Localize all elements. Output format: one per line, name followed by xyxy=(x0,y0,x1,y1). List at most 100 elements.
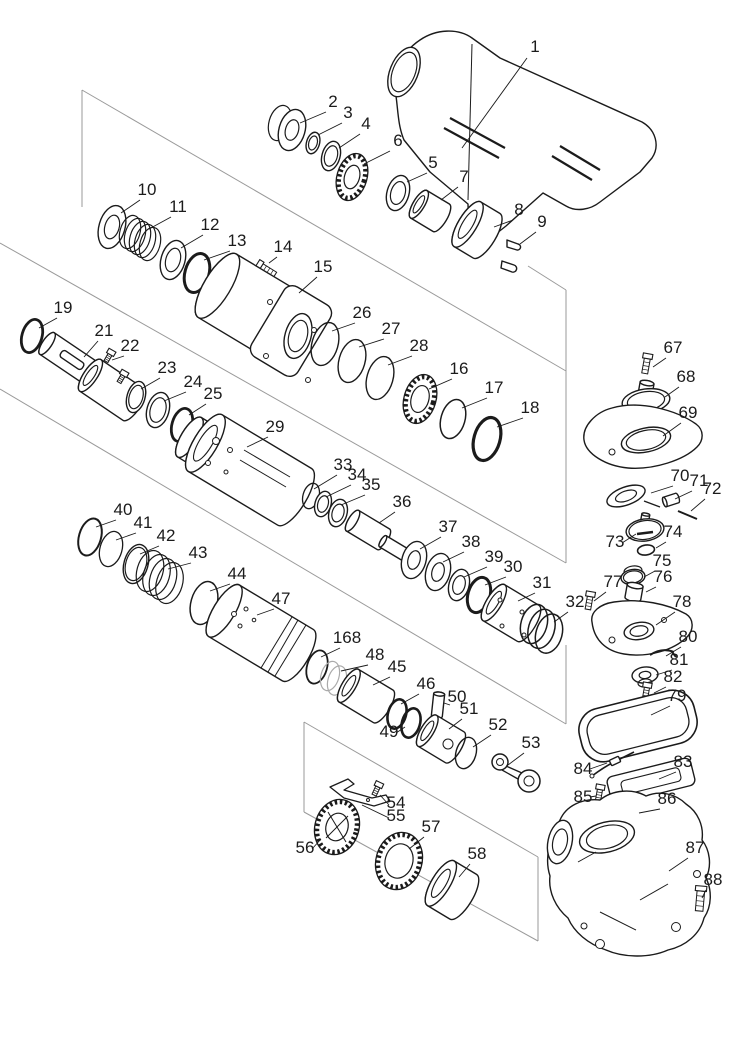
part-number-46: 46 xyxy=(417,674,436,693)
part-51-drawing xyxy=(415,714,467,764)
part-69-leader-line xyxy=(662,422,682,437)
part-number-40: 40 xyxy=(114,500,133,519)
part-11-leader-line xyxy=(148,216,172,230)
part-number-69: 69 xyxy=(679,403,698,422)
part-number-82: 82 xyxy=(664,667,683,686)
part-22-drawing xyxy=(103,347,130,385)
part-45-leader-line xyxy=(372,676,391,686)
part-70-leader-line xyxy=(650,485,674,494)
part-55-drawing xyxy=(329,778,391,807)
part-81-leader-line xyxy=(655,669,673,676)
part-15-drawing xyxy=(194,252,333,383)
part-number-88: 88 xyxy=(704,870,723,889)
part-number-72: 72 xyxy=(703,479,722,498)
part-number-51: 51 xyxy=(460,699,479,718)
part-number-33: 33 xyxy=(334,455,353,474)
part-number-10: 10 xyxy=(138,180,157,199)
part-88-drawing xyxy=(694,884,708,912)
part-7-drawing xyxy=(408,189,452,233)
part-31-leader-line xyxy=(517,592,536,602)
part-7-leader-line xyxy=(440,186,459,201)
part-84-drawing xyxy=(589,751,635,779)
part-42-leader-line xyxy=(139,545,160,555)
part-43-leader-line xyxy=(167,562,192,570)
part-37-drawing xyxy=(400,540,428,580)
part-27-drawing xyxy=(337,338,367,384)
part-53-leader-line xyxy=(507,752,525,766)
parts-layer xyxy=(19,30,711,957)
part-number-13: 13 xyxy=(228,231,247,250)
part-34-leader-line xyxy=(325,484,352,498)
part-12-drawing xyxy=(159,239,187,281)
part-9-leader-line xyxy=(519,231,537,245)
part-69-drawing xyxy=(583,404,703,469)
part-47-leader-line xyxy=(256,608,275,616)
part-number-27: 27 xyxy=(382,319,401,338)
part-19-drawing xyxy=(19,318,45,354)
part-number-19: 19 xyxy=(54,298,73,317)
part-number-37: 37 xyxy=(439,517,458,536)
part-number-84: 84 xyxy=(574,759,593,778)
part-78-leader-line xyxy=(655,611,676,626)
part-51-leader-line xyxy=(448,718,463,730)
part-56-leader-line xyxy=(311,838,322,850)
part-4-drawing xyxy=(320,140,342,172)
part-number-41: 41 xyxy=(134,513,153,532)
part-36-drawing xyxy=(344,509,410,562)
part-56-drawing xyxy=(313,798,361,856)
part-number-86: 86 xyxy=(658,789,677,808)
part-44-leader-line xyxy=(209,583,231,592)
part-58-drawing xyxy=(424,859,480,921)
part-28-drawing xyxy=(365,355,395,401)
part-number-57: 57 xyxy=(422,817,441,836)
part-number-73: 73 xyxy=(606,532,625,551)
part-32-leader-line xyxy=(553,611,569,623)
part-88-leader-line xyxy=(701,889,707,899)
part-50-drawing xyxy=(430,691,446,719)
part-number-9: 9 xyxy=(537,212,546,231)
part-29-drawing xyxy=(174,413,316,527)
part-number-23: 23 xyxy=(158,358,177,377)
part-number-77: 77 xyxy=(604,572,623,591)
part-80-drawing xyxy=(649,649,677,658)
part-number-15: 15 xyxy=(314,257,333,276)
part-73-drawing xyxy=(625,512,665,542)
part-number-74: 74 xyxy=(664,522,683,541)
part-number-43: 43 xyxy=(189,543,208,562)
part-86-leader-line xyxy=(638,808,661,814)
part-number-22: 22 xyxy=(121,336,140,355)
part-number-79: 79 xyxy=(668,686,687,705)
part-4-leader-line xyxy=(338,133,361,149)
part-16-leader-line xyxy=(428,378,453,390)
part-14-leader-line xyxy=(268,256,278,264)
part-number-5: 5 xyxy=(428,153,437,172)
part-number-83: 83 xyxy=(674,752,693,771)
part-number-78: 78 xyxy=(673,592,692,611)
part-53-drawing xyxy=(491,753,541,793)
part-5-drawing xyxy=(385,174,411,212)
part-number-56: 56 xyxy=(296,838,315,857)
part-18-leader-line xyxy=(496,417,524,428)
part-46-drawing xyxy=(386,698,408,730)
part-50-leader-line xyxy=(443,702,451,706)
part-38-drawing xyxy=(424,552,452,592)
part-83-leader-line xyxy=(658,771,677,780)
part-number-3: 3 xyxy=(343,103,352,122)
part-28-leader-line xyxy=(387,355,413,366)
part-72-drawing xyxy=(677,510,698,520)
part-16-drawing xyxy=(402,373,438,425)
part-number-45: 45 xyxy=(388,657,407,676)
part-8-leader-line xyxy=(493,219,514,228)
part-11-drawing xyxy=(118,214,162,262)
part-number-55: 55 xyxy=(387,806,406,825)
part-number-1: 1 xyxy=(530,37,539,56)
part-6-drawing xyxy=(335,152,369,202)
part-57-leader-line xyxy=(408,836,425,850)
part-77-leader-line xyxy=(593,591,607,602)
part-76-leader-line xyxy=(645,586,657,593)
part-10-leader-line xyxy=(120,199,141,214)
part-41-drawing xyxy=(98,530,124,568)
part-47-drawing xyxy=(205,583,317,683)
